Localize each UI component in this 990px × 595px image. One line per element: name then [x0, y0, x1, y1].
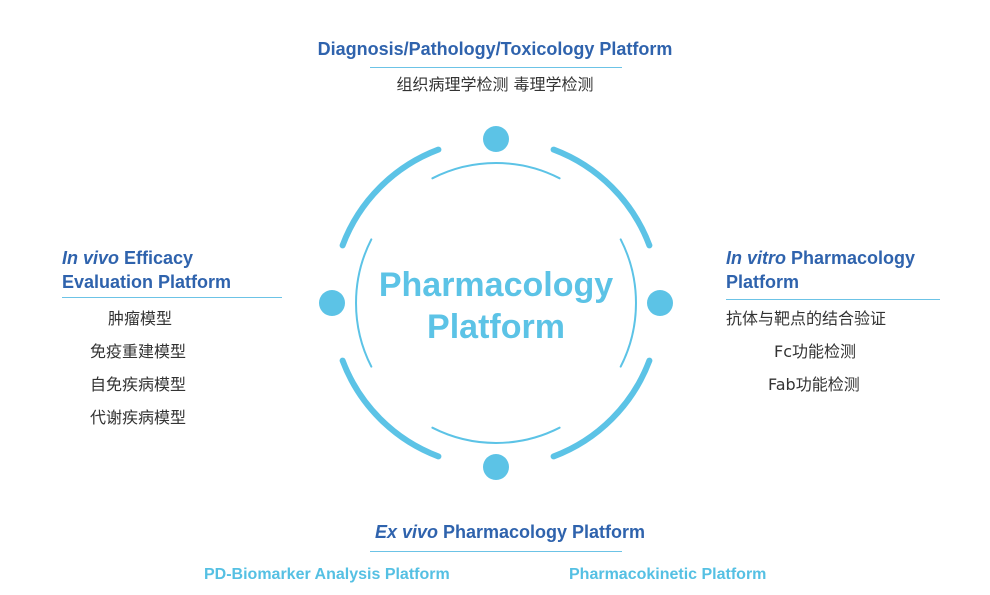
- inner-arc-top: [431, 162, 561, 180]
- inner-arc-right: [619, 238, 637, 368]
- outer-arc-bottom-right: [550, 357, 653, 460]
- node-dot-top: [483, 126, 509, 152]
- list-item: Fab功能检测: [768, 375, 860, 394]
- list-item: 自免疾病模型: [90, 375, 187, 394]
- left-title-line2: Evaluation Platform: [62, 272, 232, 292]
- right-title-rest: Pharmacology: [786, 248, 916, 268]
- bottom-title-italic: Ex vivo: [374, 522, 438, 542]
- right-divider: [726, 299, 940, 300]
- list-item: 代谢疾病模型: [90, 408, 187, 427]
- top-divider: [370, 67, 622, 68]
- outer-arc-bottom-left: [339, 357, 442, 460]
- left-title-rest: Efficacy: [119, 248, 194, 268]
- node-dot-bottom: [483, 454, 509, 480]
- list-item: 免疫重建模型: [90, 342, 187, 361]
- bottom-title-rest: Pharmacology Platform: [437, 522, 646, 542]
- outer-arc-top-right: [550, 146, 653, 249]
- left-platform-title: In vivo Efficacy Evaluation Platform: [62, 246, 302, 294]
- bottom-platform-title: Ex vivo Pharmacology Platform: [0, 520, 990, 544]
- left-divider: [62, 297, 282, 298]
- inner-arc-bottom: [431, 426, 561, 444]
- center-title-line2: Platform: [427, 308, 565, 346]
- right-title-italic: In vitro: [726, 248, 787, 268]
- right-title-line2: Platform: [726, 272, 800, 292]
- inner-arc-left: [355, 238, 373, 368]
- outer-arc-top-left: [339, 146, 442, 249]
- node-dot-right: [647, 290, 673, 316]
- left-item-list: 肿瘤模型 免疫重建模型 自免疾病模型 代谢疾病模型: [90, 308, 186, 440]
- list-item: 肿瘤模型: [108, 309, 173, 328]
- center-title: Pharmacology Platform: [356, 264, 636, 348]
- top-platform-title: Diagnosis/Pathology/Toxicology Platform: [317, 39, 673, 59]
- list-item: Fc功能检测: [774, 342, 857, 361]
- right-platform-title: In vitro Pharmacology Platform: [726, 246, 966, 294]
- bottom-sub-left: PD-Biomarker Analysis Platform: [204, 566, 450, 583]
- top-platform-subtitle: 组织病理学检测 毒理学检测: [396, 75, 594, 94]
- node-dot-left: [319, 290, 345, 316]
- left-title-italic: In vivo: [62, 248, 120, 268]
- right-item-list: 抗体与靶点的结合验证 Fc功能检测 Fab功能检测: [726, 308, 886, 407]
- list-item: 抗体与靶点的结合验证: [726, 309, 887, 328]
- bottom-divider: [370, 551, 622, 552]
- bottom-sub-right: Pharmacokinetic Platform: [569, 566, 767, 583]
- center-title-line1: Pharmacology: [378, 266, 614, 304]
